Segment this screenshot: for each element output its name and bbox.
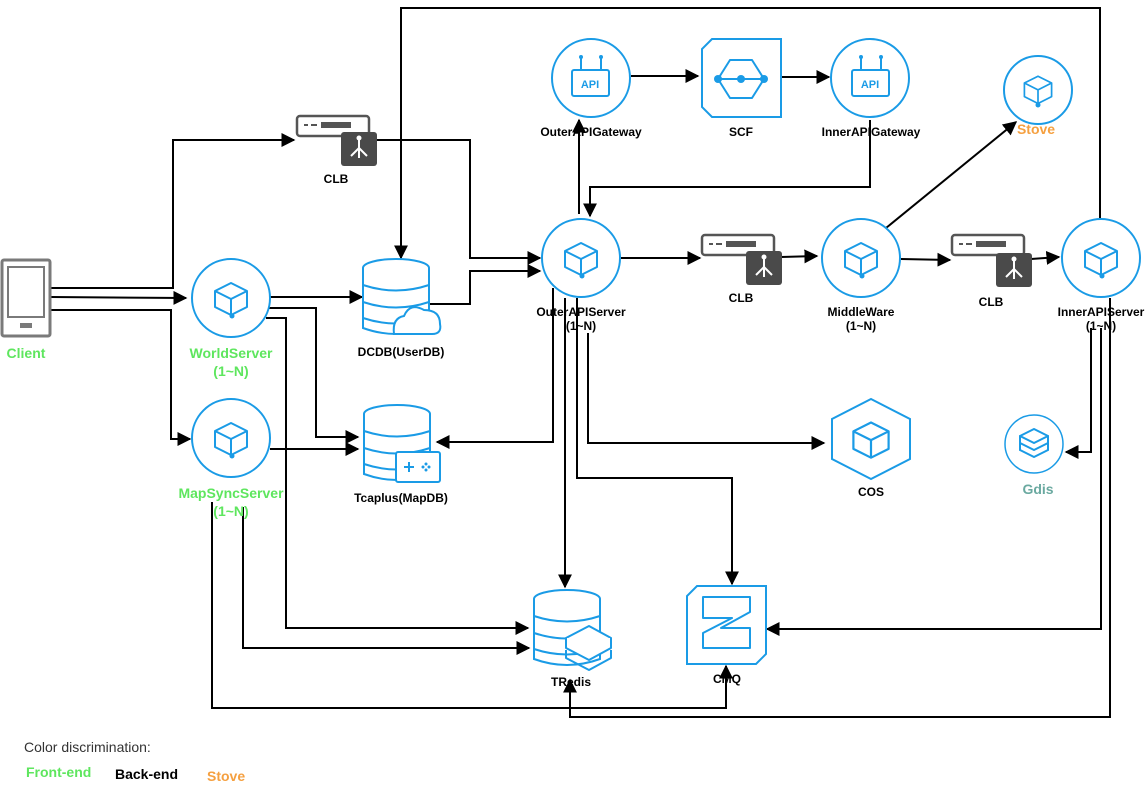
node-tredis[interactable]: TRedis	[533, 589, 612, 689]
gamepad-icon	[395, 451, 441, 483]
node-gdis[interactable]: Gdis	[1004, 414, 1064, 497]
edge-middleware-clb3	[900, 252, 952, 267]
edge-innerapiserver-cmq	[765, 328, 1102, 636]
node-inner-api-server[interactable]: InnerAPIServer (1~N)	[1058, 218, 1145, 333]
edge-outerapiserver-cos	[587, 333, 826, 450]
edge-outerapiserver-tcaplus	[435, 288, 554, 449]
load-balancer-icon	[950, 233, 1032, 287]
node-world-server[interactable]: WorldServer (1~N)	[190, 258, 274, 379]
edge-client-clb	[51, 133, 296, 289]
clb2-label: CLB	[729, 291, 754, 305]
worldserver-label: WorldServer	[190, 345, 274, 361]
outergateway-label: OuterAPIGateway	[540, 125, 642, 139]
middleware-label: MiddleWare	[828, 305, 895, 319]
innergateway-label: InnerAPIGateway	[822, 125, 921, 139]
node-cos[interactable]: COS	[831, 397, 911, 499]
tredis-label: TRedis	[551, 675, 591, 689]
edge-mapsync-tredis	[242, 507, 531, 655]
node-inner-api-gateway[interactable]: API InnerAPIGateway	[822, 38, 921, 139]
outerapiserver-sublabel: (1~N)	[566, 319, 596, 333]
api-gateway-icon: API	[851, 55, 890, 97]
edge-outerapiserver-cmq	[576, 298, 739, 586]
node-client[interactable]: Client	[0, 258, 52, 361]
node-middleware[interactable]: MiddleWare (1~N)	[821, 218, 901, 333]
node-cmq[interactable]: CMQ	[686, 585, 767, 686]
edge-client-worldserver	[50, 290, 188, 305]
edge-mapsync-cmq	[211, 502, 733, 709]
serverless-function-icon	[714, 59, 768, 99]
svg-text:API: API	[581, 79, 599, 91]
dcdb-label: DCDB(UserDB)	[358, 345, 445, 359]
legend-stove: Stove	[207, 768, 245, 784]
client-label: Client	[7, 345, 46, 361]
node-scf[interactable]: SCF	[701, 38, 782, 139]
node-outer-api-server[interactable]: OuterAPIServer (1~N)	[536, 218, 626, 333]
edge-middleware-stove	[885, 121, 1018, 229]
node-dcdb[interactable]: DCDB(UserDB)	[358, 258, 445, 359]
clb1-label: CLB	[324, 172, 349, 186]
scf-label: SCF	[729, 125, 753, 139]
edge-clb3-innerapiserver	[1030, 250, 1061, 265]
legend-title: Color discrimination:	[24, 739, 151, 755]
edge-client-mapsync	[51, 309, 192, 446]
layers-icon	[565, 625, 612, 671]
connections	[50, 7, 1111, 718]
edge-innerapiserver-gdis	[1064, 328, 1092, 459]
cmq-label: CMQ	[713, 672, 741, 686]
innerapiserver-label: InnerAPIServer	[1058, 305, 1145, 319]
legend-front-end: Front-end	[26, 764, 91, 780]
worldserver-sublabel: (1~N)	[213, 363, 248, 379]
edge-clb-outerapiserver	[376, 139, 542, 265]
innerapiserver-sublabel: (1~N)	[1086, 319, 1116, 333]
edge-worldserver-tcaplus	[268, 307, 360, 444]
edge-clb2-middleware	[780, 249, 819, 264]
tcaplus-label: Tcaplus(MapDB)	[354, 491, 448, 505]
middleware-sublabel: (1~N)	[846, 319, 876, 333]
stove-label: Stove	[1017, 121, 1055, 137]
node-stove[interactable]: Stove	[1003, 55, 1073, 137]
legend: Color discrimination: Front-end Back-end…	[24, 739, 245, 784]
gdis-label: Gdis	[1022, 481, 1053, 497]
edge-innerapiserver-dcdb	[394, 7, 1101, 260]
layers-icon	[1019, 428, 1049, 458]
mapsync-label: MapSyncServer	[178, 485, 284, 501]
message-queue-icon	[702, 596, 751, 649]
edge-innergateway-outerapiserver	[583, 120, 871, 218]
node-outer-api-gateway[interactable]: API OuterAPIGateway	[540, 38, 642, 139]
clb3-label: CLB	[979, 295, 1004, 309]
svg-text:API: API	[861, 79, 879, 91]
api-gateway-icon: API	[571, 55, 610, 97]
edge-dcdb-outerapiserver	[430, 264, 542, 305]
outerapiserver-label: OuterAPIServer	[536, 305, 626, 319]
mapsync-sublabel: (1~N)	[213, 503, 248, 519]
node-clb-3[interactable]: CLB	[950, 233, 1032, 309]
legend-back-end: Back-end	[115, 766, 178, 782]
cloud-icon	[392, 306, 442, 335]
node-mapsync-server[interactable]: MapSyncServer (1~N)	[178, 398, 284, 519]
edge-worldserver-tredis	[266, 317, 530, 635]
load-balancer-icon	[295, 114, 377, 166]
node-tcaplus[interactable]: Tcaplus(MapDB)	[354, 404, 448, 505]
load-balancer-icon	[700, 233, 782, 285]
node-clb-2[interactable]: CLB	[700, 233, 782, 305]
cos-label: COS	[858, 485, 884, 499]
mobile-phone-icon	[0, 258, 52, 338]
node-clb-1[interactable]: CLB	[295, 114, 377, 186]
edge-innerapiserver-tredis	[563, 298, 1111, 718]
